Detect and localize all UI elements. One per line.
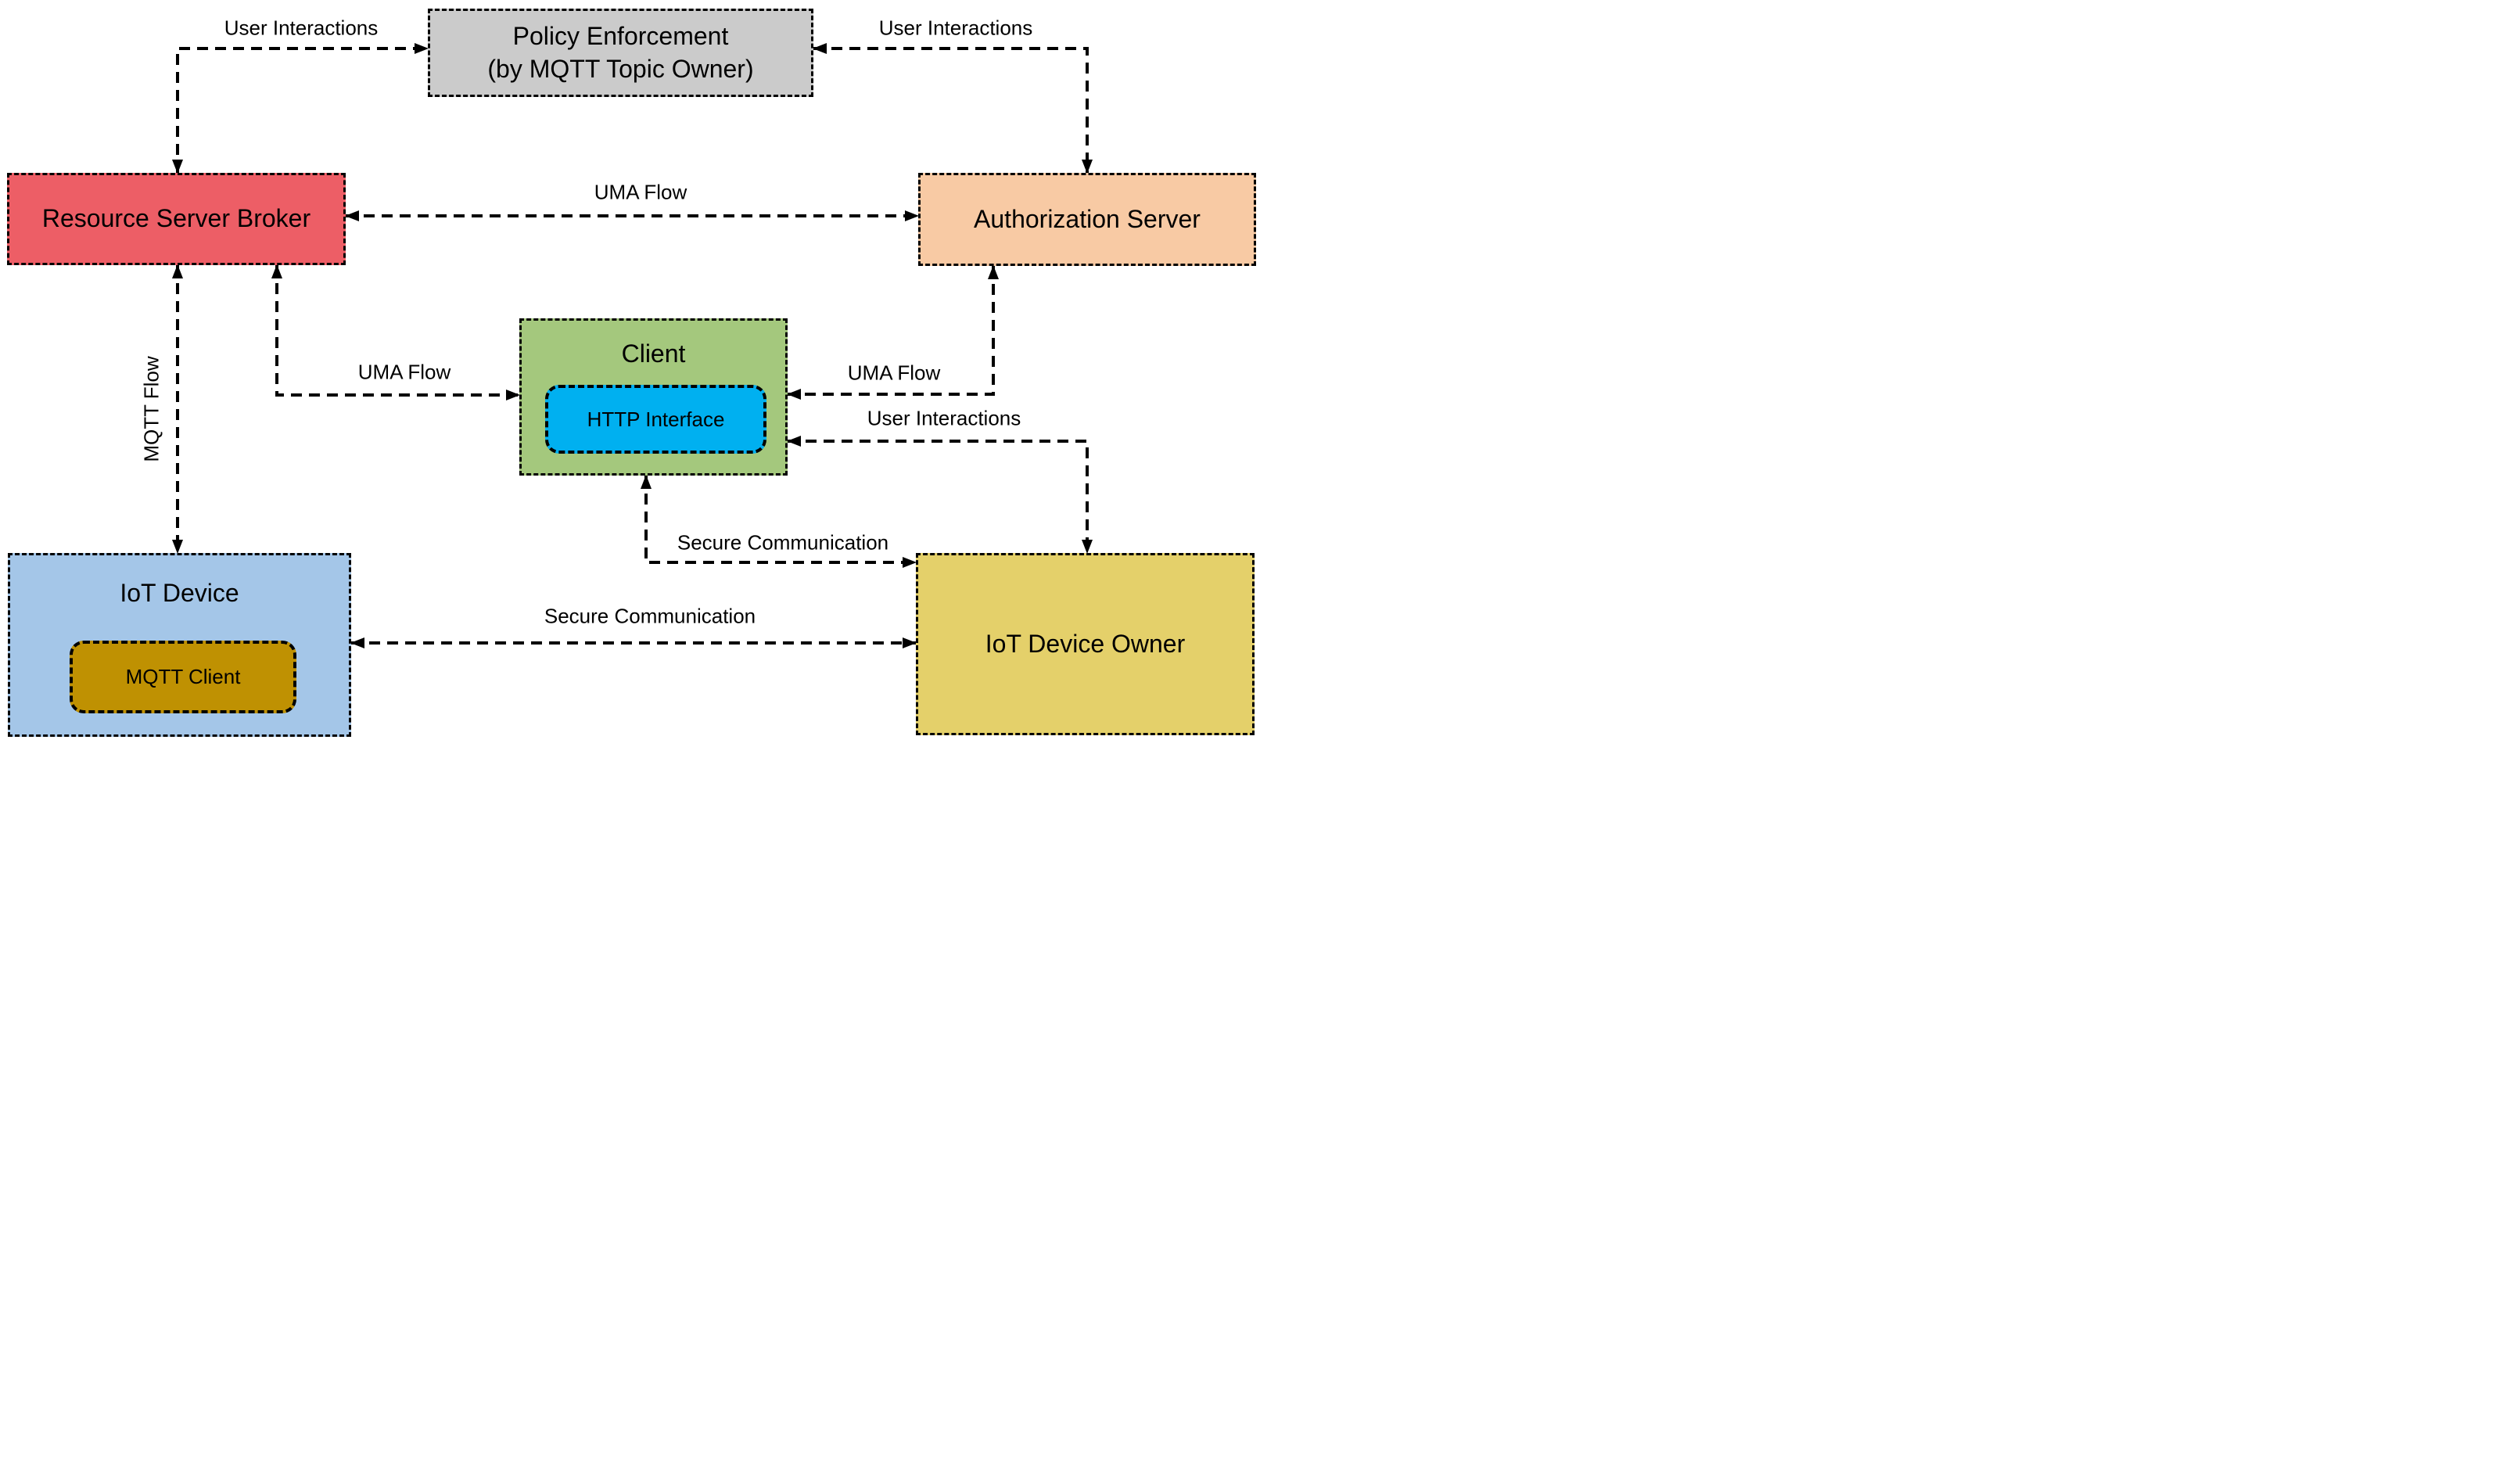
edge-rsb-policy-enforcement <box>172 43 429 174</box>
edge-label-uma-flow-right: UMA Flow <box>847 361 941 385</box>
edge-label-user-interactions-left: User Interactions <box>224 16 379 40</box>
iot-device-label: IoT Device <box>120 579 239 607</box>
edge-label-user-interactions-client: User Interactions <box>867 406 1021 430</box>
node-authorization-server: Authorization Server <box>918 173 1256 266</box>
edge-policy-enforcement-as <box>813 43 1093 174</box>
node-http-interface: HTTP Interface <box>545 385 766 454</box>
edge-label-uma-flow-left: UMA Flow <box>357 360 451 384</box>
http-interface-label: HTTP Interface <box>587 407 725 431</box>
policy-enforcement-line1: Policy Enforcement <box>512 21 729 50</box>
resource-server-broker-label: Resource Server Broker <box>41 204 311 233</box>
edge-label-secure-comm-client: Secure Communication <box>677 530 889 555</box>
node-policy-enforcement: Policy Enforcement (by MQTT Topic Owner) <box>428 9 813 97</box>
edge-label-uma-flow-center: UMA Flow <box>594 180 687 204</box>
node-resource-server-broker: Resource Server Broker <box>7 173 346 265</box>
edge-label-mqtt-flow: MQTT Flow <box>139 356 163 462</box>
node-mqtt-client: MQTT Client <box>70 641 296 713</box>
client-label: Client <box>621 339 686 368</box>
authorization-server-label: Authorization Server <box>974 204 1201 233</box>
diagram-canvas: User Interactions User Interactions UMA … <box>0 0 1260 742</box>
policy-enforcement-label: Policy Enforcement (by MQTT Topic Owner) <box>487 20 753 85</box>
node-iot-device-owner: IoT Device Owner <box>916 553 1255 735</box>
mqtt-client-label: MQTT Client <box>125 665 241 688</box>
edge-label-secure-comm-bottom: Secure Communication <box>544 604 756 628</box>
node-client: Client HTTP Interface <box>519 318 788 476</box>
iot-device-owner-label: IoT Device Owner <box>985 629 1186 658</box>
policy-enforcement-line2: (by MQTT Topic Owner) <box>487 54 754 83</box>
edge-label-user-interactions-right: User Interactions <box>878 16 1033 40</box>
node-iot-device: IoT Device MQTT Client <box>8 553 351 737</box>
